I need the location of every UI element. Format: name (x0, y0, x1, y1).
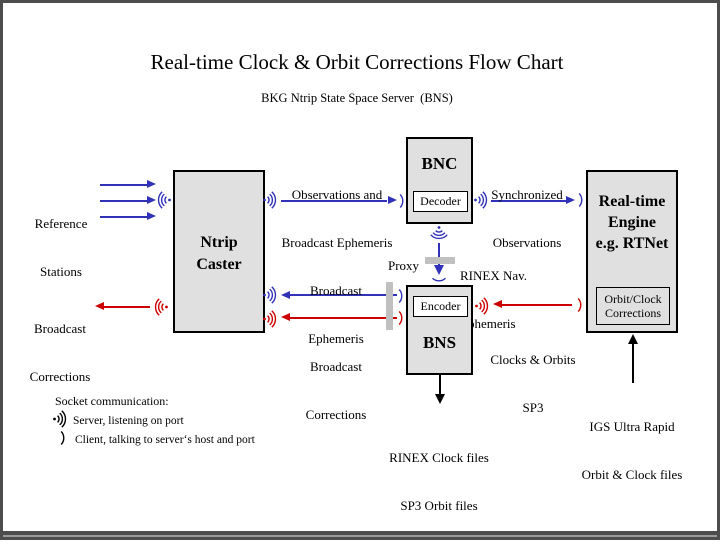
igs-label: IGS Ultra Rapid Orbit & Clock files (581, 419, 683, 482)
ntrip-caster-title-line1: Ntrip (200, 234, 238, 251)
encoder-label: Encoder (420, 299, 461, 313)
engine-title-line2: Engine (607, 214, 656, 231)
rinex-nav-label: RINEX Nav. Ephemeris (460, 268, 528, 331)
ntrip-caster-title-line2: Caster (196, 256, 242, 273)
reference-stations-label: Reference Stations (34, 216, 88, 279)
page-title: Real-time Clock & Orbit Corrections Flow… (150, 50, 564, 74)
ref-arrow-1-head (147, 180, 156, 188)
legend-client-label: Client, talking to server‘s host and por… (75, 434, 255, 446)
ref-arrow-2-line (100, 200, 147, 202)
broadcast-corrections-arrowhead (281, 313, 290, 321)
decoder-box: Decoder (413, 191, 468, 212)
legend-server-label: Server, listening on port (73, 415, 184, 427)
page-subtitle: BKG Ntrip State Space Server (BNS) (261, 91, 453, 105)
ntrip-caster-box: Ntrip Caster (173, 170, 265, 333)
engine-title-line1: Real-time (598, 193, 666, 210)
socket-client-icon-engine-left-bottom (577, 297, 583, 313)
igs-line (632, 344, 634, 383)
rinex-files-arrowhead (435, 394, 445, 404)
socket-client-icon-engine-left-top (578, 192, 584, 208)
socket-server-icon-caster-right-bottom (262, 310, 278, 328)
clocks-orbits-line (502, 304, 572, 306)
ref-arrow-3-head (147, 212, 156, 220)
socket-server-icon-bnc-bottom (430, 225, 448, 241)
encoder-box: Encoder (413, 296, 468, 317)
broadcast-corrections-left-arrowhead (95, 302, 104, 310)
socket-server-icon-bnc-right (473, 191, 489, 209)
socket-server-icon-caster-right-mid (262, 286, 278, 304)
rinex-files-label: RINEX Clock files SP3 Orbit files (389, 450, 489, 513)
decoder-label: Decoder (420, 194, 461, 208)
socket-client-icon-bns-left-red (398, 310, 404, 326)
observations-arrow-line (281, 200, 387, 202)
proxy-bar-horizontal (425, 257, 455, 264)
rinex-nav-arrow-line (438, 243, 440, 266)
socket-client-icon-legend (60, 430, 66, 446)
socket-server-icon-caster-right-top (262, 191, 278, 209)
realtime-engine-box: Real-time Engine e.g. RTNet Orbit/Clock … (586, 170, 678, 333)
legend-heading: Socket communication: (55, 394, 169, 408)
bnc-box: BNC Decoder (406, 137, 473, 224)
socket-server-icon-bns-right (474, 297, 490, 315)
igs-arrowhead (628, 334, 638, 344)
broadcast-ephemeris-arrowhead (281, 291, 290, 299)
bns-box: Encoder BNS (406, 285, 473, 375)
engine-title-line3: e.g. RTNet (595, 235, 669, 252)
socket-client-icon-bnc-left (399, 193, 405, 209)
window-bottom-border (0, 531, 720, 535)
observations-label: Observations and Broadcast Ephemeris (281, 187, 393, 250)
rinex-files-line (439, 375, 441, 395)
proxy-bar-vertical (386, 282, 393, 330)
broadcast-ephemeris-label: Broadcast Ephemeris (308, 283, 364, 346)
broadcast-corrections-left-line (104, 306, 150, 308)
socket-client-icon-bns-top (431, 277, 447, 283)
bnc-title: BNC (421, 154, 458, 173)
broadcast-corrections-mid-label: Broadcast Corrections (305, 359, 367, 422)
orbit-clock-corrections-box: Orbit/Clock Corrections (596, 287, 670, 325)
bns-title: BNS (422, 333, 457, 352)
broadcast-corrections-line (290, 317, 397, 319)
socket-server-icon-caster-left-blue (156, 191, 172, 209)
synchronized-arrow-line (491, 200, 566, 202)
ref-arrow-3-line (100, 216, 147, 218)
socket-server-icon-caster-left-red (153, 298, 169, 316)
ref-arrow-1-line (100, 184, 147, 186)
ref-arrow-2-head (147, 196, 156, 204)
window-bottom-shadow (0, 535, 720, 540)
synchronized-arrowhead (566, 196, 575, 204)
observations-arrowhead (388, 196, 397, 204)
clocks-orbits-label: Clocks & Orbits SP3 (490, 352, 576, 415)
socket-server-icon-legend (52, 410, 68, 428)
proxy-label: Proxy (388, 258, 420, 273)
synchronized-label: Synchronized Observations (491, 187, 563, 250)
clocks-orbits-arrowhead (493, 300, 502, 308)
rinex-nav-arrowhead (434, 265, 444, 275)
socket-client-icon-bns-left-blue (398, 288, 404, 304)
broadcast-corrections-left-label: Broadcast Corrections (29, 321, 91, 384)
broadcast-ephemeris-line (290, 294, 397, 296)
